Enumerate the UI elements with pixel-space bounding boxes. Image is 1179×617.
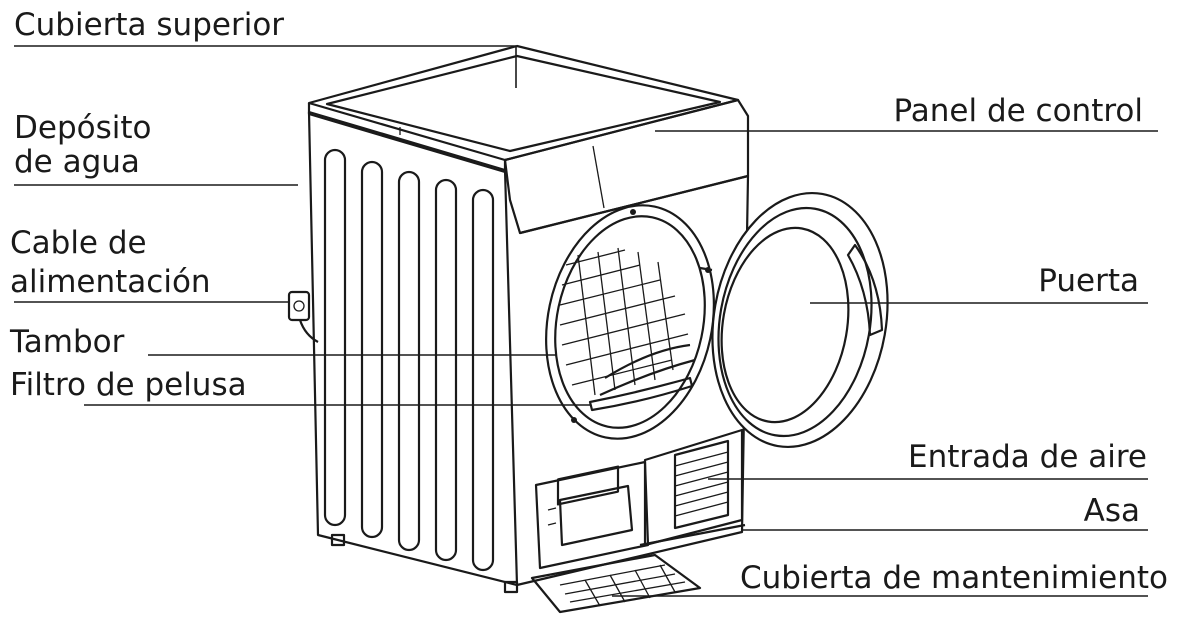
label-deposito-line2: de agua <box>14 144 140 180</box>
drum-grid <box>559 247 696 396</box>
dryer-top-cover <box>307 44 740 174</box>
dryer-illustration <box>287 44 889 614</box>
label-deposito-line1: Depósito <box>14 110 151 146</box>
power-plug <box>287 290 319 343</box>
label-cubierta-superior: Cubierta superior <box>14 7 284 43</box>
dryer-control-panel <box>503 98 750 235</box>
label-tambor: Tambor <box>9 324 125 360</box>
leader-lines <box>14 45 1158 597</box>
label-puerta: Puerta <box>1038 263 1139 299</box>
maintenance-cover <box>530 553 702 614</box>
dryer-door <box>699 191 889 449</box>
maintenance-compartment <box>534 460 650 570</box>
label-filtro: Filtro de pelusa <box>10 367 247 403</box>
label-entrada: Entrada de aire <box>908 439 1147 475</box>
dryer-feet <box>330 533 519 594</box>
drum-opening <box>545 204 715 440</box>
label-cable-line1: Cable de <box>10 225 147 261</box>
label-cable-line2: alimentación <box>10 264 211 300</box>
label-mantenimiento: Cubierta de mantenimiento <box>740 560 1168 596</box>
label-panel: Panel de control <box>893 93 1143 129</box>
lint-filter-slot <box>588 376 694 412</box>
side-ribs <box>323 148 495 572</box>
dryer-side-panel <box>307 110 519 587</box>
air-intake <box>643 428 744 547</box>
label-asa: Asa <box>1084 493 1140 529</box>
handle-bar <box>639 523 746 547</box>
